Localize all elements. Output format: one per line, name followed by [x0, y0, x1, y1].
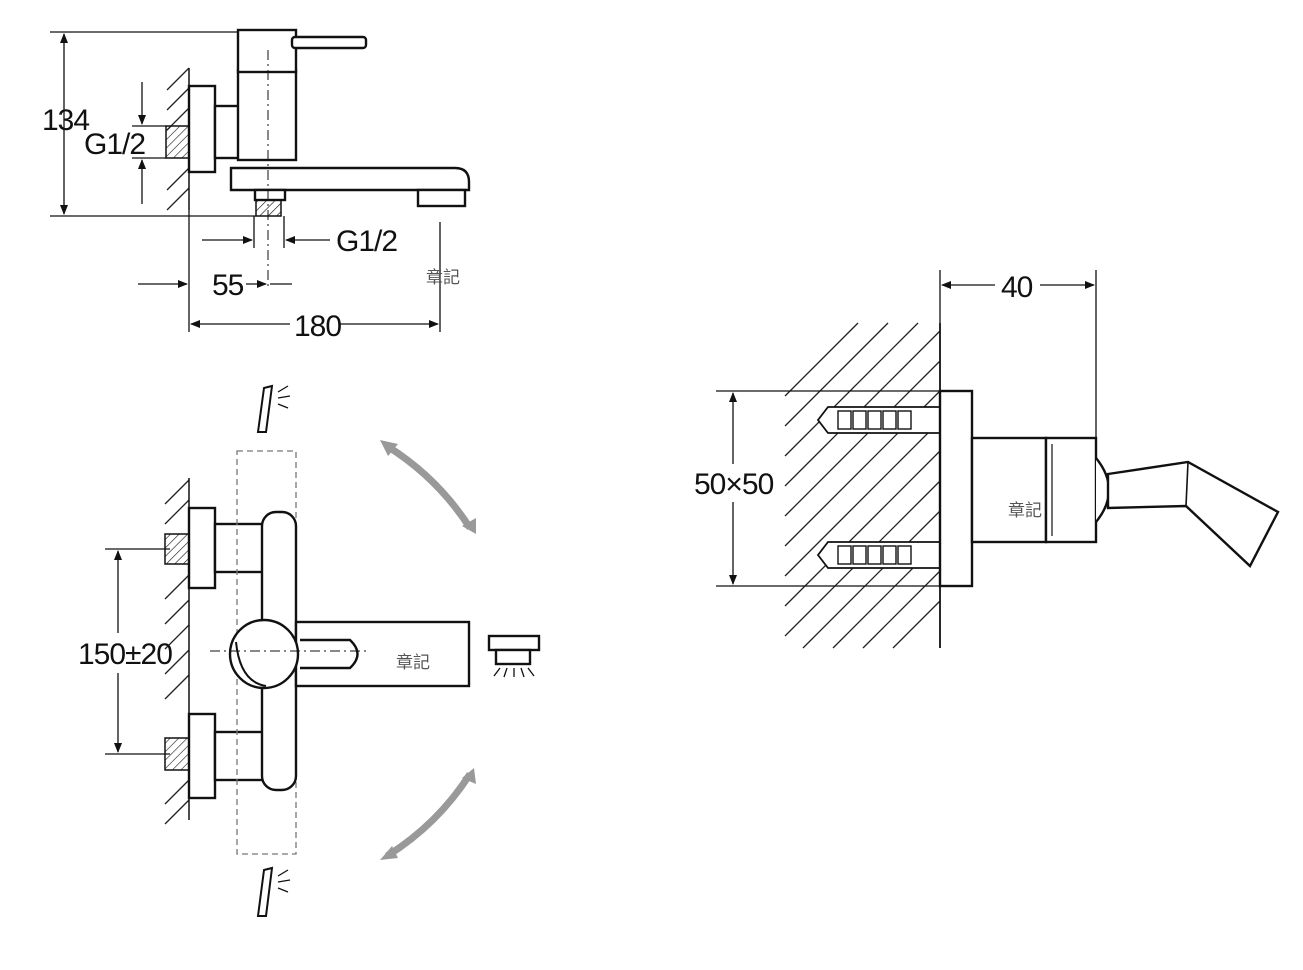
outlet-collar — [253, 188, 287, 202]
bracket-swivel — [1044, 436, 1098, 544]
dim-outlet-thread: G1/2 — [336, 225, 397, 258]
side-view: 134 G1/2 G1/2 55 180 章記 — [42, 28, 471, 343]
dim-inlet-thread: G1/2 — [84, 128, 145, 161]
aerator-tip — [494, 648, 532, 666]
handle-base — [236, 28, 298, 74]
lower-wall-plug — [816, 541, 941, 569]
spout — [229, 166, 471, 192]
bracket-plate — [938, 389, 974, 588]
upper-flange — [187, 506, 217, 590]
wall-hatch-bracket — [784, 322, 941, 649]
upper-connector — [213, 522, 265, 574]
dim-bracket-depth: 40 — [1001, 271, 1033, 304]
aerator — [487, 634, 541, 652]
bracket-view: 40 50×50 章記 — [694, 270, 1280, 649]
lever — [290, 35, 368, 50]
dim-bracket-plate: 50×50 — [694, 468, 774, 501]
spout-outlet — [416, 188, 467, 208]
watermark-stamp: 章記 — [426, 268, 460, 288]
hand-shower-icon-bottom — [256, 866, 291, 917]
rotation-arrow-upper — [385, 443, 473, 530]
dim-inlet-spacing: 150±20 — [78, 638, 172, 671]
dim-height: 134 — [42, 104, 89, 137]
wall-flange — [187, 84, 217, 174]
hand-shower-icon-top — [256, 384, 291, 433]
lower-connector — [213, 730, 265, 782]
water-spray-icon — [493, 667, 535, 678]
upper-wall-plug — [816, 406, 941, 434]
watermark-stamp: 章記 — [1008, 501, 1042, 521]
lower-flange — [187, 712, 217, 800]
handle-knob — [228, 618, 300, 690]
bracket-body — [970, 436, 1048, 544]
inlet-thread — [165, 125, 190, 159]
mixer-body — [236, 68, 298, 162]
shower-holder — [1106, 460, 1280, 568]
watermark-stamp: 章記 — [396, 653, 430, 673]
top-view: 150±20 章記 — [78, 384, 541, 917]
dim-projection: 180 — [294, 310, 341, 343]
rotation-arrow-lower — [385, 772, 473, 859]
dim-inlet-offset: 55 — [212, 269, 244, 302]
lever-top — [300, 638, 359, 670]
